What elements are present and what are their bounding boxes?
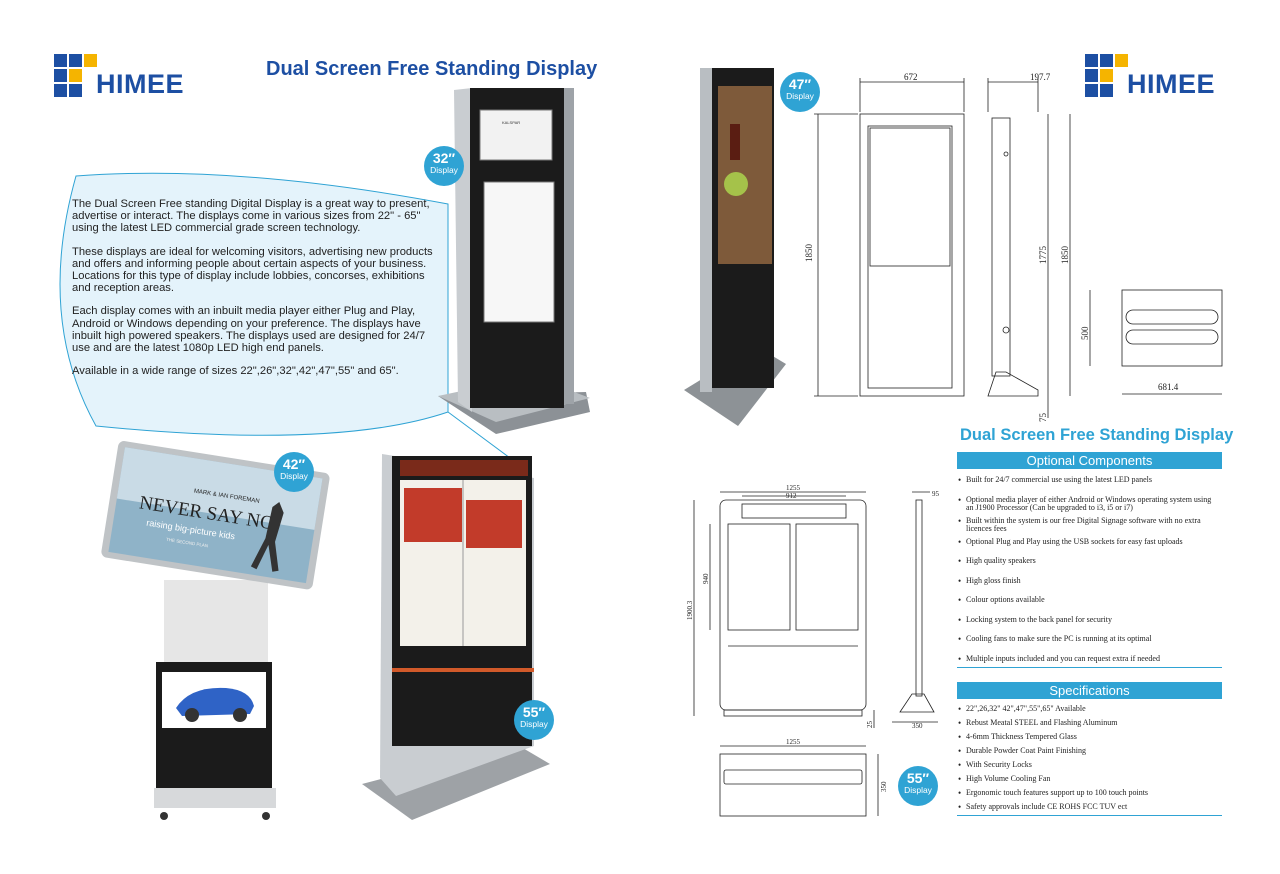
page-title-left: Dual Screen Free Standing Display — [266, 58, 598, 80]
kiosk-55-photo — [362, 454, 550, 820]
list-item: 4-6mm Thickness Tempered Glass — [958, 732, 1220, 742]
kiosk-47-photo — [684, 68, 786, 426]
svg-text:75: 75 — [1038, 413, 1048, 423]
kiosk-42-photo: MARK & IAN FOREMAN NEVER SAY NO raising … — [101, 441, 330, 820]
intro-paragraph: Available in a wide range of sizes 22",2… — [72, 365, 399, 378]
divider — [957, 667, 1222, 668]
list-item: High gloss finish — [958, 576, 1220, 586]
kiosk-32-photo: KALSPAR — [438, 88, 590, 434]
list-item: Optional Plug and Play using the USB soc… — [958, 537, 1220, 547]
logo-mark-icon — [54, 54, 100, 100]
drawing-55: 1255 912 1900.3 940 95 25 350 1255 350 — [686, 484, 940, 817]
badge-55-display-2: 55″Display — [898, 766, 938, 806]
list-item: Colour options available — [958, 595, 1220, 605]
intro-paragraph: The Dual Screen Free standing Digital Di… — [72, 198, 430, 235]
svg-text:912: 912 — [786, 492, 797, 500]
specifications-header: Specifications — [957, 682, 1222, 699]
svg-text:681.4: 681.4 — [1158, 382, 1179, 392]
svg-text:500: 500 — [1080, 326, 1090, 340]
list-item: Ergonomic touch features support up to 1… — [958, 788, 1220, 798]
list-item: Built for 24/7 commercial use using the … — [958, 475, 1220, 485]
list-item: Rebust Meatal STEEL and Flashing Aluminu… — [958, 718, 1220, 728]
list-item: Locking system to the back panel for sec… — [958, 615, 1220, 625]
drawing-47: 672 1850 197.7 1775 1850 75 500 681.4 — [804, 72, 1223, 423]
optional-components-header: Optional Components — [957, 452, 1222, 469]
intro-text: The Dual Screen Free standing Digital Di… — [72, 198, 444, 388]
svg-text:1255: 1255 — [786, 484, 801, 492]
svg-text:1900.3: 1900.3 — [686, 600, 694, 620]
brand-logo-right: HIMEE — [1085, 54, 1215, 100]
svg-text:1850: 1850 — [1060, 246, 1070, 265]
poster-sub: THE SECOND PLAN — [166, 537, 209, 549]
list-item: With Security Locks — [958, 760, 1220, 770]
svg-text:95: 95 — [932, 490, 940, 498]
brand-name: HIMEE — [96, 68, 185, 99]
list-item: High Volume Cooling Fan — [958, 774, 1220, 784]
svg-text:672: 672 — [904, 72, 918, 82]
page-title-right: Dual Screen Free Standing Display — [960, 426, 1234, 444]
svg-text:350: 350 — [912, 722, 923, 730]
svg-text:1255: 1255 — [786, 738, 801, 746]
svg-text:197.7: 197.7 — [1030, 72, 1051, 82]
intro-bubble — [59, 172, 511, 459]
optional-components-list: Built for 24/7 commercial use using the … — [958, 475, 1220, 664]
badge-42-display: 42″Display — [274, 452, 314, 492]
svg-text:1775: 1775 — [1038, 246, 1048, 265]
badge-32-display: 32″Display — [424, 146, 464, 186]
brand-name: HIMEE — [1127, 68, 1216, 99]
badge-47-display: 47″Display — [780, 72, 820, 112]
brand-logo-left: HIMEE — [54, 54, 184, 100]
list-item: Cooling fans to make sure the PC is runn… — [958, 634, 1220, 644]
svg-text:350: 350 — [880, 781, 888, 792]
divider — [957, 815, 1222, 816]
list-item: Durable Powder Coat Paint Finishing — [958, 746, 1220, 756]
list-item: Built within the system is our free Digi… — [958, 516, 1220, 534]
svg-text:1850: 1850 — [804, 244, 814, 263]
list-item: Safety approvals include CE ROHS FCC TUV… — [958, 802, 1220, 812]
logo-mark-icon — [1085, 54, 1131, 100]
svg-text:25: 25 — [866, 721, 874, 729]
specifications-list: 22",26,32" 42",47",55",65" Available Reb… — [958, 704, 1220, 812]
list-item: High quality speakers — [958, 556, 1220, 566]
list-item: Multiple inputs included and you can req… — [958, 654, 1220, 664]
svg-text:940: 940 — [702, 573, 710, 584]
intro-paragraph: These displays are ideal for welcoming v… — [72, 245, 433, 295]
badge-55-display: 55″Display — [514, 700, 554, 740]
intro-paragraph: Each display comes with an inbuilt media… — [72, 305, 426, 355]
list-item: Optional media player of either Android … — [958, 495, 1220, 513]
svg-text:KALSPAR: KALSPAR — [502, 120, 520, 125]
list-item: 22",26,32" 42",47",55",65" Available — [958, 704, 1220, 714]
